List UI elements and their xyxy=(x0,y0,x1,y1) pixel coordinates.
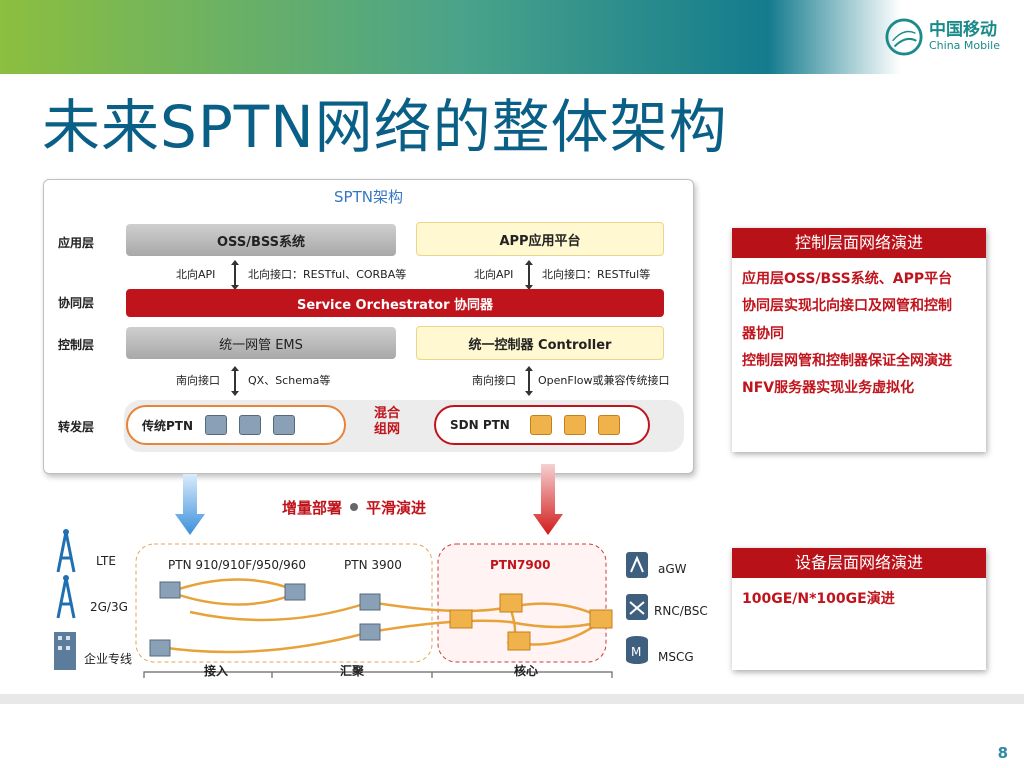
lte-label: LTE xyxy=(96,554,116,568)
core-label: 核心 xyxy=(514,664,539,678)
legacy-ptn-label: 传统PTN xyxy=(142,418,194,433)
2g3g-label: 2G/3G xyxy=(90,600,128,614)
sptn-architecture-diagram: SPTN架构 应用层 OSS/BSS系统 APP应用平台 北向API 北向接口：… xyxy=(43,179,694,474)
topology-links: M xyxy=(54,529,648,678)
app-platform-box: APP应用平台 xyxy=(416,222,664,256)
device-panel-title: 设备层面网络演进 xyxy=(732,548,986,578)
control-panel-line: NFV服务器实现业务虚拟化 xyxy=(742,380,915,397)
layer-label-coord: 协同层 xyxy=(58,296,95,310)
bullet-dot-icon xyxy=(350,503,359,511)
north-api-right: 北向API xyxy=(474,268,514,281)
sdn-device-icon xyxy=(449,609,473,629)
sdn-device-icon xyxy=(507,631,531,651)
control-panel-line: 应用层OSS/BSS系统、APP平台 xyxy=(742,271,953,287)
aggregation-label: 汇聚 xyxy=(340,664,365,678)
ptn-device-icon xyxy=(359,593,381,611)
north-iface-right: 北向接口：RESTful等 xyxy=(542,268,651,281)
control-panel-title: 控制层面网络演进 xyxy=(732,228,986,258)
ptn-core-label: PTN7900 xyxy=(490,558,551,572)
south-iface-right: OpenFlow或兼容传统接口 xyxy=(538,374,670,387)
brand-name-en: China Mobile xyxy=(928,39,1000,53)
ptn-device-icon xyxy=(149,639,171,657)
control-panel-line: 器协同 xyxy=(742,325,784,342)
device-panel-line: 100GE/N*100GE演进 xyxy=(742,591,895,607)
legacy-ptn-group: 传统PTN xyxy=(126,405,346,445)
ptn-access-label: PTN 910/910F/950/960 xyxy=(168,558,307,572)
mixed-label-line1: 混合 xyxy=(374,406,401,421)
north-iface-left: 北向接口：RESTful、CORBA等 xyxy=(248,268,407,281)
down-arrow-red-icon xyxy=(533,464,563,535)
china-mobile-logo: 中国移动 China Mobile xyxy=(885,18,1000,56)
mscg-label: MSCG xyxy=(658,650,694,664)
deploy-left: 增量部署 xyxy=(282,499,343,517)
sdn-device-icon xyxy=(529,415,552,435)
controller-box: 统一控制器 Controller xyxy=(416,326,664,360)
ptn-device-icon xyxy=(205,415,228,435)
control-panel-line: 控制层网管和控制器保证全网演进 xyxy=(742,352,952,369)
rnc-bsc-icon xyxy=(626,594,648,620)
lte-tower-icon xyxy=(56,529,76,573)
ptn-device-icon xyxy=(284,583,306,601)
ptn-agg-label: PTN 3900 xyxy=(344,558,402,572)
ems-box: 统一网管 EMS xyxy=(126,327,396,359)
north-arrow-left xyxy=(231,260,239,290)
access-label: 接入 xyxy=(204,664,229,678)
sdn-device-icon xyxy=(597,415,620,435)
north-api-left: 北向API xyxy=(176,268,216,281)
agw-label: aGW xyxy=(658,562,687,576)
sdn-device-icon xyxy=(499,593,523,613)
sdn-ptn-label: SDN PTN xyxy=(450,418,510,432)
agw-icon xyxy=(626,552,648,578)
footer-rule xyxy=(0,694,1024,704)
oss-bss-box: OSS/BSS系统 xyxy=(126,224,396,256)
ptn-device-icon xyxy=(273,415,296,435)
sdn-device-icon xyxy=(589,609,613,629)
mixed-label-line2: 组网 xyxy=(374,422,401,438)
network-topology: M LTE 2G/3G 企业专线 PTN 910/910F/950/960 PT… xyxy=(40,522,720,687)
page-number: 8 xyxy=(997,744,1008,762)
south-arrow-left xyxy=(231,366,239,396)
mixed-networking-label: 混合 组网 xyxy=(374,406,400,439)
control-plane-panel: 控制层面网络演进 应用层OSS/BSS系统、APP平台 协同层实现北向接口及网管… xyxy=(732,228,986,452)
service-orchestrator-box: Service Orchestrator 协同器 xyxy=(126,289,664,317)
access-agg-region xyxy=(135,543,433,663)
south-iface-left: QX、Schema等 xyxy=(248,374,331,387)
deploy-caption: 增量部署 平滑演进 xyxy=(282,497,426,518)
north-arrow-right xyxy=(525,260,533,290)
sdn-device-icon xyxy=(563,415,586,435)
arch-title: SPTN架构 xyxy=(334,188,403,206)
ptn-device-icon xyxy=(159,581,181,599)
brand-name-cn: 中国移动 xyxy=(928,20,997,41)
china-mobile-logo-icon xyxy=(885,18,923,56)
enterprise-label: 企业专线 xyxy=(84,652,133,666)
header-bar xyxy=(0,0,1024,74)
device-plane-panel: 设备层面网络演进 100GE/N*100GE演进 xyxy=(732,548,986,670)
layer-label-control: 控制层 xyxy=(58,338,95,352)
slide-title: 未来SPTN网络的整体架构 xyxy=(42,93,728,161)
sdn-ptn-group: SDN PTN xyxy=(434,405,650,445)
rnc-bsc-label: RNC/BSC xyxy=(654,604,708,618)
enterprise-building-icon xyxy=(54,632,76,670)
ptn-device-icon xyxy=(239,415,262,435)
deploy-right: 平滑演进 xyxy=(366,499,427,517)
svg-text:M: M xyxy=(631,645,641,659)
layer-label-forward: 转发层 xyxy=(58,420,95,434)
control-panel-line: 协同层实现北向接口及网管和控制 xyxy=(742,298,952,315)
down-arrow-blue-icon xyxy=(175,474,205,535)
south-api-right: 南向接口 xyxy=(472,374,516,387)
mscg-icon: M xyxy=(626,636,648,664)
south-api-left: 南向接口 xyxy=(176,374,220,387)
south-arrow-right xyxy=(525,366,533,396)
layer-label-app: 应用层 xyxy=(58,236,95,250)
2g3g-tower-icon xyxy=(56,575,76,619)
ptn-device-icon xyxy=(359,623,381,641)
